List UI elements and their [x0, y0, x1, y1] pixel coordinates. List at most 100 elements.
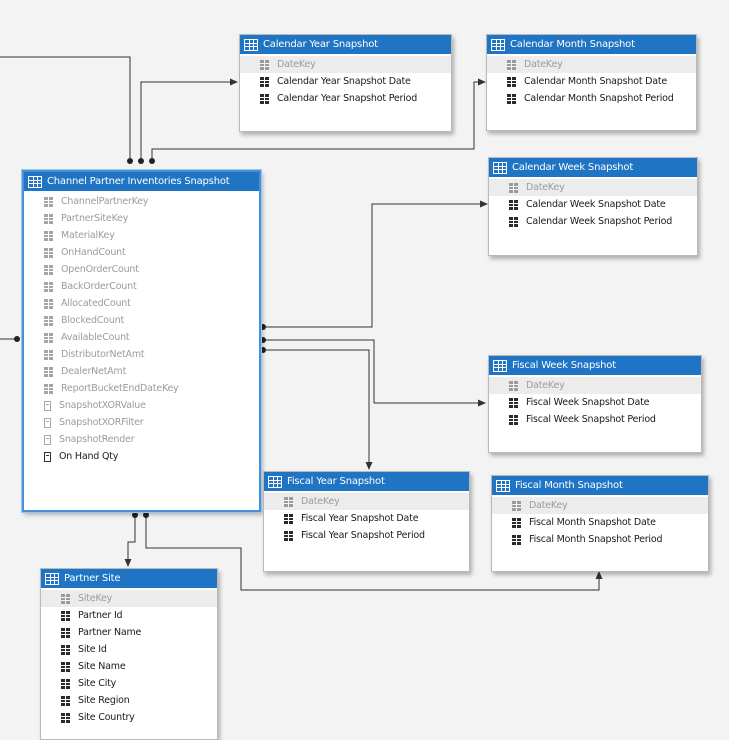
table-icon	[244, 38, 258, 51]
field-row[interactable]: Calendar Year Snapshot Date	[240, 73, 451, 90]
field-row[interactable]: Fiscal Month Snapshot Period	[492, 531, 708, 548]
table-channel-partner-inventories-snapshot[interactable]: Channel Partner Inventories Snapshot Cha…	[22, 170, 261, 512]
field-row[interactable]: AllocatedCount	[24, 295, 259, 312]
field-row[interactable]: Calendar Week Snapshot Date	[489, 196, 697, 213]
field-label: DateKey	[526, 182, 565, 193]
field-row[interactable]: DateKey	[489, 179, 697, 196]
relationship-lines	[0, 56, 603, 591]
table-header[interactable]: Partner Site	[41, 569, 217, 588]
column-icon	[509, 216, 518, 227]
field-label: Calendar Year Snapshot Period	[277, 93, 418, 104]
column-icon	[44, 349, 53, 360]
field-row[interactable]: OnHandCount	[24, 244, 259, 261]
field-label: Partner Name	[78, 627, 142, 638]
field-row[interactable]: DateKey	[489, 377, 701, 394]
field-row[interactable]: Fiscal Year Snapshot Period	[264, 527, 469, 544]
field-row[interactable]: DateKey	[264, 493, 469, 510]
column-icon	[284, 513, 293, 524]
field-row[interactable]: Site Id	[41, 641, 217, 658]
column-icon	[260, 93, 269, 104]
column-icon	[509, 397, 518, 408]
field-row[interactable]: SnapshotXORValue	[24, 397, 259, 414]
column-icon	[507, 93, 516, 104]
field-row[interactable]: Calendar Month Snapshot Date	[487, 73, 696, 90]
field-row[interactable]: SiteKey	[41, 590, 217, 607]
table-header[interactable]: Fiscal Year Snapshot	[264, 472, 469, 491]
field-row[interactable]: On Hand Qty	[24, 448, 259, 465]
field-row[interactable]: SnapshotXORFilter	[24, 414, 259, 431]
column-icon	[44, 230, 53, 241]
table-header[interactable]: Calendar Week Snapshot	[489, 158, 697, 177]
table-header[interactable]: Calendar Year Snapshot	[240, 35, 451, 54]
column-icon	[44, 281, 53, 292]
field-row[interactable]: DateKey	[240, 56, 451, 73]
field-row[interactable]: DistributorNetAmt	[24, 346, 259, 363]
field-row[interactable]: Fiscal Year Snapshot Date	[264, 510, 469, 527]
field-row[interactable]: Fiscal Week Snapshot Period	[489, 411, 701, 428]
field-label: DealerNetAmt	[61, 366, 127, 377]
column-icon	[44, 196, 53, 207]
column-icon	[509, 380, 518, 391]
field-label: SnapshotRender	[59, 434, 135, 445]
relationship-endpoint-dot	[260, 337, 266, 343]
field-row[interactable]: SnapshotRender	[24, 431, 259, 448]
relationship-line-calendar-month	[151, 78, 486, 161]
field-row[interactable]: Fiscal Month Snapshot Date	[492, 514, 708, 531]
column-icon	[61, 678, 70, 689]
field-label: ReportBucketEndDateKey	[61, 383, 179, 394]
field-row[interactable]: MaterialKey	[24, 227, 259, 244]
field-row[interactable]: Calendar Week Snapshot Period	[489, 213, 697, 230]
field-row[interactable]: ReportBucketEndDateKey	[24, 380, 259, 397]
field-row[interactable]: BlockedCount	[24, 312, 259, 329]
column-icon	[509, 182, 518, 193]
field-row[interactable]: Site Country	[41, 709, 217, 726]
table-title: Fiscal Month Snapshot	[515, 480, 623, 491]
field-row[interactable]: DealerNetAmt	[24, 363, 259, 380]
field-row[interactable]: AvailableCount	[24, 329, 259, 346]
table-header[interactable]: Fiscal Week Snapshot	[489, 356, 701, 375]
field-row[interactable]: Site Name	[41, 658, 217, 675]
field-row[interactable]: BackOrderCount	[24, 278, 259, 295]
field-label: Fiscal Month Snapshot Period	[529, 534, 663, 545]
field-row[interactable]: DateKey	[492, 497, 708, 514]
field-row[interactable]: OpenOrderCount	[24, 261, 259, 278]
column-icon	[44, 247, 53, 258]
field-row[interactable]: PartnerSiteKey	[24, 210, 259, 227]
field-row[interactable]: ChannelPartnerKey	[24, 193, 259, 210]
table-title: Partner Site	[64, 573, 121, 584]
field-label: SnapshotXORValue	[59, 400, 146, 411]
table-icon	[268, 475, 282, 488]
field-label: Fiscal Year Snapshot Date	[301, 513, 419, 524]
field-row[interactable]: Site Region	[41, 692, 217, 709]
table-header[interactable]: Calendar Month Snapshot	[487, 35, 696, 54]
field-row[interactable]: Calendar Year Snapshot Period	[240, 90, 451, 107]
column-icon	[44, 332, 53, 343]
field-label: PartnerSiteKey	[61, 213, 129, 224]
field-row[interactable]: Fiscal Week Snapshot Date	[489, 394, 701, 411]
field-row[interactable]: Calendar Month Snapshot Period	[487, 90, 696, 107]
field-label: Calendar Month Snapshot Period	[524, 93, 674, 104]
relationship-endpoint-dot	[260, 347, 266, 353]
column-icon	[507, 76, 516, 87]
field-row[interactable]: Partner Name	[41, 624, 217, 641]
table-title: Channel Partner Inventories Snapshot	[47, 176, 230, 187]
table-header[interactable]: Channel Partner Inventories Snapshot	[24, 172, 259, 191]
field-label: AvailableCount	[61, 332, 130, 343]
column-icon	[284, 530, 293, 541]
column-icon	[507, 59, 516, 70]
field-row[interactable]: Partner Id	[41, 607, 217, 624]
field-row[interactable]: DateKey	[487, 56, 696, 73]
table-header[interactable]: Fiscal Month Snapshot	[492, 476, 708, 495]
field-row[interactable]: Site City	[41, 675, 217, 692]
field-label: Partner Id	[78, 610, 123, 621]
field-label: Calendar Week Snapshot Period	[526, 216, 673, 227]
field-label: OnHandCount	[61, 247, 126, 258]
column-icon	[44, 315, 53, 326]
